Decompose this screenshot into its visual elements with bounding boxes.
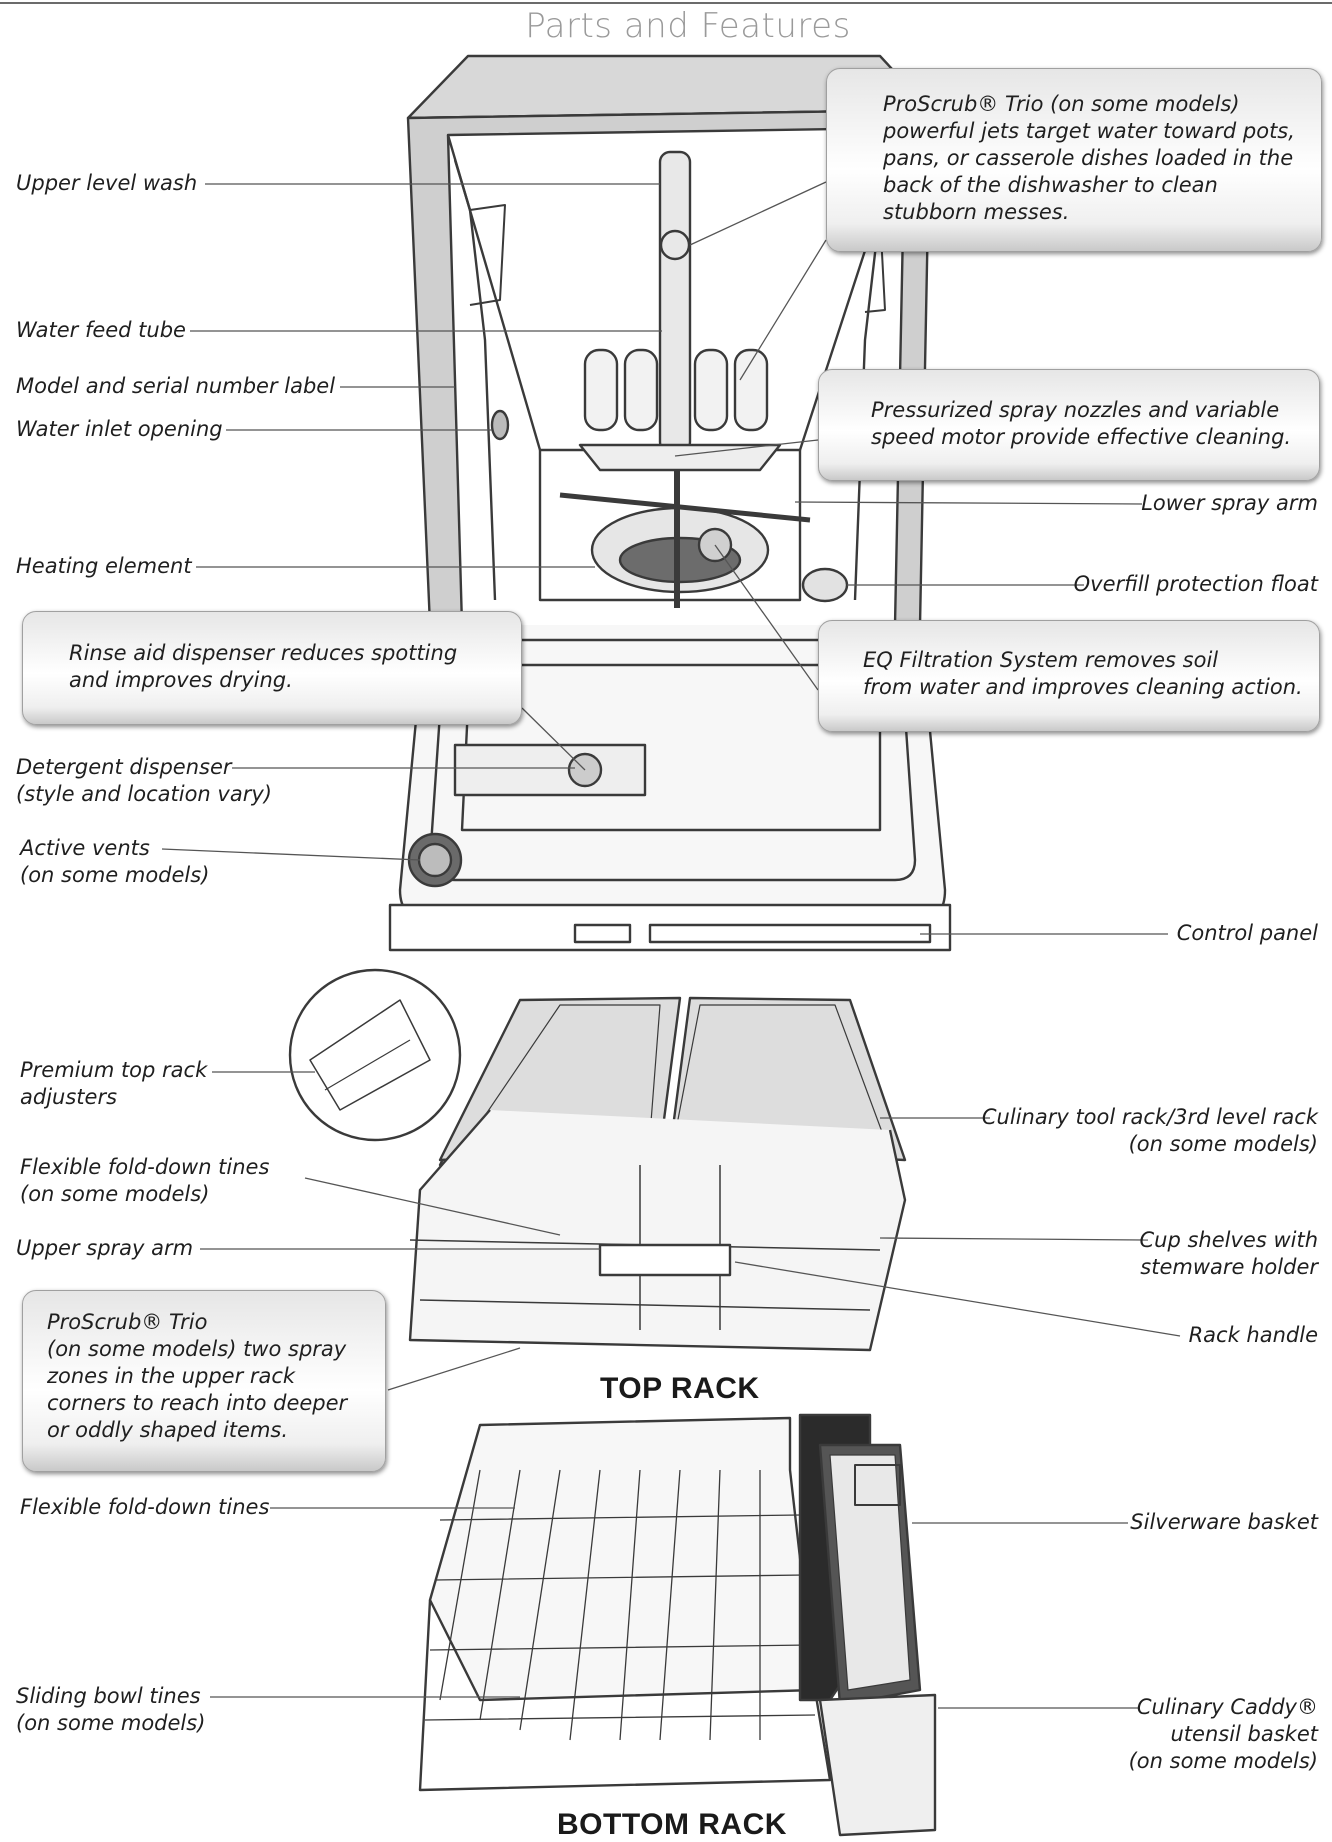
label-rack-handle: Rack handle [1188,1323,1318,1347]
label-line: (style and location vary) [16,782,272,806]
label-line: Active vents [20,836,150,860]
label-line: Sliding bowl tines [16,1684,201,1708]
label-flexible-fold-down-tines-top: Flexible fold-down tines (on some models… [20,1154,269,1208]
label-line: (on some models) [20,1182,210,1206]
label-line: (on some models) [20,863,210,887]
label-overfill-protection-float: Overfill protection float [1073,572,1318,596]
label-model-serial-number: Model and serial number label [16,374,336,398]
label-upper-spray-arm: Upper spray arm [16,1236,194,1260]
page-title: Parts and Features [525,6,851,46]
leader-lower-spray-arm [794,501,1143,505]
callout-line: ProScrub® Trio [47,1310,208,1334]
callout-proscrub-trio-rack: ProScrub® Trio (on some models) two spra… [22,1290,386,1472]
top-rack [288,968,907,1352]
label-upper-level-wash: Upper level wash [16,171,198,195]
leader-proscrub-top-2 [739,239,827,381]
label-line: (on some models) [1128,1132,1318,1156]
leader-proscrub-rack [387,1347,521,1391]
label-line: (on some models) [1128,1749,1318,1773]
label-line: utensil basket [1170,1722,1318,1746]
callout-line: (on some models) two spray [47,1337,347,1361]
leader-active-vents [161,848,421,861]
label-line: Cup shelves with [1139,1228,1319,1252]
callout-line: back of the dishwasher to clean [883,173,1218,197]
label-silverware-basket: Silverware basket [1130,1510,1318,1534]
callout-line: and improves drying. [69,668,293,692]
label-line: Detergent dispenser [16,755,232,779]
top-rule [0,2,1332,4]
leader-proscrub-top-1 [689,181,827,246]
leader-fold-down-tines-top [304,1177,561,1236]
callout-line: speed motor provide effective cleaning. [871,425,1292,449]
callout-line: corners to reach into deeper [47,1391,348,1415]
label-line: Premium top rack [20,1058,208,1082]
label-line: Culinary Caddy® [1136,1695,1318,1719]
label-flexible-fold-down-tines-bottom: Flexible fold-down tines [20,1495,270,1519]
callout-line: or oddly shaped items. [47,1418,289,1442]
leader-rack-handle [734,1261,1181,1337]
callout-pressurized-spray-nozzles: Pressurized spray nozzles and variable s… [818,369,1320,481]
leader-rinse-aid [521,707,586,771]
label-heating-element: Heating element [16,554,192,578]
top-rack-title: TOP RACK [600,1372,760,1405]
callout-line: Rinse aid dispenser reduces spotting [69,641,458,665]
label-detergent-dispenser: Detergent dispenser (style and location … [16,754,272,808]
callout-line: from water and improves cleaning action. [863,675,1303,699]
label-cup-shelves: Cup shelves with stemware holder [1140,1227,1319,1281]
callout-eq-filtration-system: EQ Filtration System removes soil from w… [818,620,1320,732]
callout-line: ProScrub® Trio (on some models) [883,92,1240,116]
callout-proscrub-trio-top: ProScrub® Trio (on some models) powerful… [826,68,1322,252]
label-control-panel: Control panel [1176,921,1318,945]
label-line: stemware holder [1140,1255,1318,1279]
callout-line: pans, or casserole dishes loaded in the [883,146,1294,170]
label-active-vents: Active vents (on some models) [20,835,209,889]
callout-line: powerful jets target water toward pots, [883,119,1295,143]
callout-line: EQ Filtration System removes soil [863,648,1219,672]
leader-eq-filtration [714,544,819,691]
label-line: Culinary tool rack/3rd level rack [981,1105,1318,1129]
label-lower-spray-arm: Lower spray arm [1141,491,1318,515]
label-culinary-caddy: Culinary Caddy® utensil basket (on some … [1129,1694,1318,1775]
callout-line: stubborn messes. [883,200,1070,224]
label-culinary-tool-rack: Culinary tool rack/3rd level rack (on so… [982,1104,1318,1158]
callout-line: Pressurized spray nozzles and variable [871,398,1280,422]
leader-cup-shelves [879,1237,1149,1241]
bottom-rack [418,1413,937,1837]
dishwasher-tub [388,54,952,952]
label-premium-top-rack-adjusters: Premium top rack adjusters [20,1057,207,1111]
label-line: (on some models) [16,1711,206,1735]
label-line: adjusters [20,1085,118,1109]
label-water-inlet-opening: Water inlet opening [16,417,223,441]
label-line: Flexible fold-down tines [20,1155,270,1179]
callout-rinse-aid-dispenser: Rinse aid dispenser reduces spotting and… [22,611,522,725]
label-water-feed-tube: Water feed tube [16,318,186,342]
label-sliding-bowl-tines: Sliding bowl tines (on some models) [16,1683,205,1737]
bottom-rack-title: BOTTOM RACK [557,1808,787,1841]
leader-pressurized-nozzles [674,439,819,457]
callout-line: zones in the upper rack [47,1364,296,1388]
